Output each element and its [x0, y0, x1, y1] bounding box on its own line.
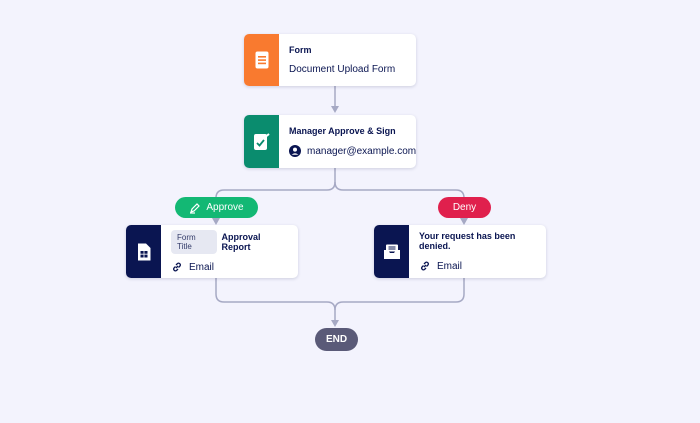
- report-document-icon: [137, 243, 150, 260]
- approval-node-email: manager@example.com: [307, 145, 416, 157]
- approve-pen-icon: [190, 202, 201, 214]
- arrow-head: [331, 320, 339, 327]
- connector-report-to-end: [215, 278, 336, 320]
- approve-branch-label[interactable]: Approve: [175, 197, 258, 218]
- approval-report-title-row: Form Title Approval Report: [171, 230, 288, 254]
- connector-approval-to-approve: [215, 168, 336, 210]
- form-node-title: Form: [289, 45, 312, 55]
- approval-node-assignee: manager@example.com: [289, 145, 416, 157]
- form-node-icon-panel: [244, 34, 279, 86]
- denied-node[interactable]: Your request has been denied. Email: [374, 225, 546, 278]
- denied-node-action: Email: [419, 260, 536, 272]
- approval-report-action: Email: [171, 261, 288, 273]
- approval-node[interactable]: Manager Approve & Sign manager@example.c…: [244, 115, 416, 168]
- approve-sign-icon: [253, 132, 270, 150]
- end-node-label: END: [325, 334, 348, 345]
- denied-node-icon-panel: [374, 225, 409, 278]
- deny-branch-label[interactable]: Deny: [438, 197, 491, 218]
- arrow-head: [212, 218, 220, 225]
- link-icon: [173, 262, 181, 272]
- approve-branch-text: Approve: [206, 202, 244, 213]
- link-icon: [421, 261, 429, 271]
- approval-node-icon-panel: [244, 115, 279, 168]
- arrow-head: [331, 106, 339, 113]
- document-icon: [255, 51, 268, 69]
- approval-node-title: Manager Approve & Sign: [289, 126, 396, 136]
- form-node[interactable]: Form Document Upload Form: [244, 34, 416, 86]
- approval-report-icon-panel: [126, 225, 161, 278]
- form-title-tag: Form Title: [171, 230, 217, 254]
- denied-node-action-label: Email: [437, 260, 463, 272]
- connector-denied-to-end: [334, 278, 465, 311]
- denied-node-title: Your request has been denied.: [419, 231, 516, 251]
- deny-branch-text: Deny: [452, 202, 477, 213]
- approval-report-node[interactable]: Form Title Approval Report Email: [126, 225, 298, 278]
- arrow-head: [460, 218, 468, 225]
- end-node[interactable]: END: [315, 328, 358, 351]
- user-icon: [289, 145, 301, 157]
- approval-report-action-label: Email: [189, 261, 215, 273]
- form-node-subtitle: Document Upload Form: [289, 64, 396, 75]
- connector-approval-to-deny: [334, 181, 465, 210]
- envelope-icon: [383, 244, 400, 259]
- approval-report-title: Approval Report: [221, 232, 261, 252]
